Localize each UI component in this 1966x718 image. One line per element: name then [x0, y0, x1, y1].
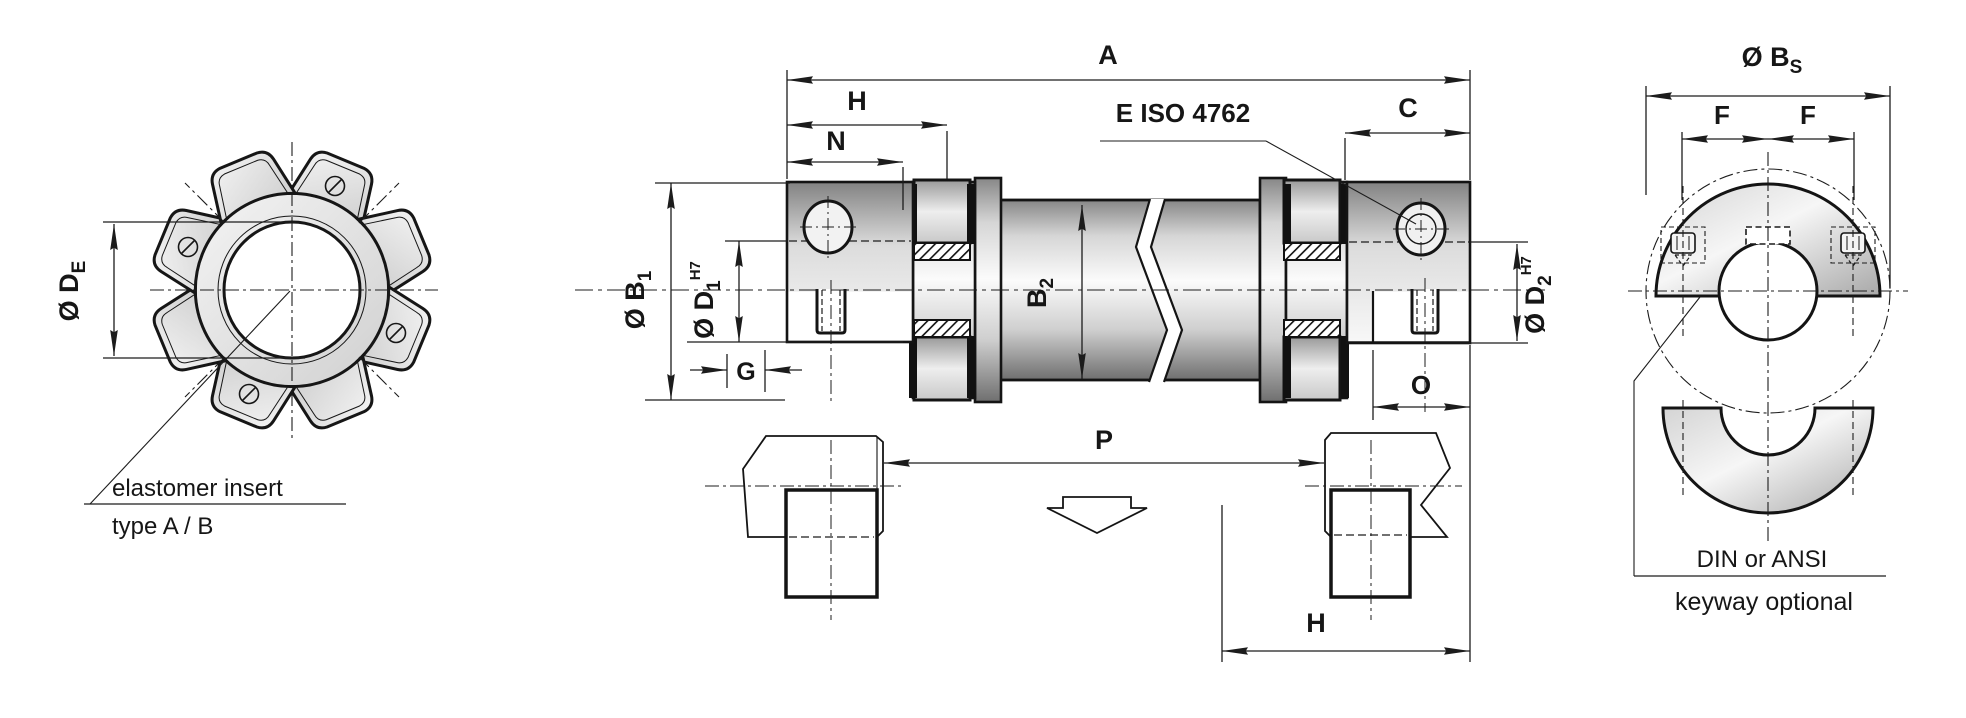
dim-label-p: P	[1095, 425, 1113, 455]
dim-label-n: N	[826, 126, 846, 156]
spider-mold-marks	[177, 175, 407, 405]
dim-label-d1: Ø D1H7	[687, 261, 725, 339]
right-shaft-bracket	[1305, 432, 1462, 620]
dim-label-d2: Ø D2H7	[1518, 256, 1556, 334]
dim-label-h-top: H	[847, 86, 867, 116]
dim-label-bs: Ø BS	[1742, 42, 1803, 78]
dim-label-h-bottom: H	[1306, 608, 1326, 638]
spider-note-leader	[89, 290, 291, 505]
elastomer-spider-view: Ø DE elastomer insert type A / B	[54, 142, 439, 540]
coupling-section-view: A H N E ISO 4762 C Ø B1 Ø D1H7 B2 Ø D2H7…	[575, 40, 1556, 662]
dim-label-c: C	[1398, 93, 1418, 123]
spider-note-line2: type A / B	[112, 513, 213, 540]
section-dim-lines	[645, 70, 1528, 662]
screw-standard-note: E ISO 4762	[1116, 98, 1250, 128]
dim-label-f-right: F	[1800, 100, 1816, 130]
dim-label-b1: Ø B1	[620, 270, 656, 329]
front-centerlines	[1628, 152, 1908, 545]
front-note-line1: DIN or ANSI	[1697, 546, 1828, 573]
dim-label-g: G	[736, 358, 755, 386]
dim-label-o: O	[1411, 370, 1431, 400]
front-note-line2: keyway optional	[1675, 588, 1853, 616]
hub-front-view: Ø BS F F DIN or ANSI keyway optional	[1628, 42, 1908, 616]
dim-de-lines	[103, 221, 305, 359]
front-dim-lines	[1645, 86, 1891, 288]
dim-label-b2: B2	[1022, 278, 1058, 308]
assembly-direction-arrow-icon	[1046, 496, 1148, 535]
dim-label-de: Ø DE	[54, 261, 90, 322]
left-shaft-bracket	[705, 435, 905, 620]
dim-label-f-left: F	[1714, 100, 1730, 130]
spider-note-line1: elastomer insert	[112, 475, 283, 502]
spider-centerlines	[150, 142, 438, 442]
front-note-leader	[1633, 296, 1701, 576]
dim-label-a: A	[1098, 40, 1118, 70]
